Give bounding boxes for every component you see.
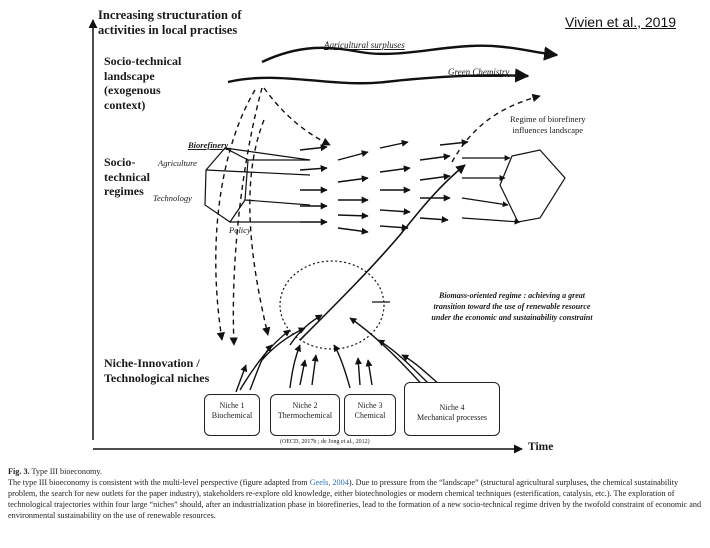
caption-title-line: Fig. 3. Type III bioeconomy.: [8, 466, 702, 477]
niche-4-title: Niche 4: [439, 403, 465, 412]
agricultural-surpluses-flow: [261, 44, 559, 64]
caption-text-before-link: The type III bioeconomy is consistent wi…: [8, 478, 310, 487]
caption-text-after-link: ). Due to pressure from the “landscape” …: [8, 478, 702, 520]
y-axis-title-line2: activities in local practises: [98, 23, 238, 37]
niche-arrows: [235, 314, 441, 393]
y-axis-title-line1: Increasing structuration of: [98, 8, 242, 22]
influence-note: Regime of biorefinery influences landsca…: [510, 114, 586, 136]
niche-box-2: Niche 2 Thermochemical: [270, 394, 340, 436]
influence-note-line1: Regime of biorefinery: [510, 114, 586, 124]
green-chemistry-label: Green Chemistry: [448, 67, 510, 77]
niche-box-3: Niche 3 Chemical: [344, 394, 396, 436]
regime-flow-arrows: [299, 139, 469, 235]
agriculture-label: Agriculture: [158, 158, 197, 168]
niche-4-subtitle: Mechanical processes: [417, 413, 487, 422]
biomass-note-line3: under the economic and sustainability co…: [431, 313, 593, 322]
landscape-level-label: Socio-technical landscape (exogenous con…: [104, 54, 181, 112]
biomass-note-line2: transition toward the use of renewable r…: [433, 302, 591, 311]
niche-to-regime-trajectory: [299, 164, 466, 341]
niche-convergence-ellipse: [279, 260, 385, 350]
niche-1-title: Niche 1: [219, 401, 245, 410]
niche-box-1: Niche 1 Biochemical: [204, 394, 260, 436]
regimes-line3: regimes: [104, 184, 144, 198]
caption-fig-label: Fig. 3.: [8, 467, 30, 476]
niches-line1: Niche-Innovation /: [104, 356, 200, 370]
niche-2-subtitle: Thermochemical: [277, 411, 333, 420]
y-axis-title: Increasing structuration of activities i…: [98, 8, 242, 38]
regimes-line2: technical: [104, 169, 150, 184]
niche-1-subtitle: Biochemical: [211, 411, 253, 420]
time-axis-label: Time: [528, 441, 554, 453]
niche-3-title: Niche 3: [357, 401, 383, 410]
niche-2-title: Niche 2: [292, 401, 318, 410]
regimes-line1: Socio-: [104, 155, 136, 169]
landscape-pressure-arrow-mid: [229, 87, 263, 346]
influence-note-line2: influences landscape: [512, 125, 584, 135]
biomass-regime-note: Biomass-oriented regime : achieving a gr…: [392, 290, 632, 323]
landscape-line1: Socio-technical: [104, 54, 182, 68]
regime-prism-left: [204, 147, 311, 223]
citation: Vivien et al., 2019: [565, 14, 677, 30]
biorefinery-label: Biorefinery: [188, 140, 229, 150]
policy-label: Policy: [229, 225, 251, 235]
regimes-level-label: Socio- technical regimes: [104, 155, 150, 199]
niches-line2: Technological niches: [104, 370, 210, 385]
landscape-pressure-arrow-right: [263, 87, 331, 146]
agricultural-surpluses-label: Agricultural surpluses: [324, 40, 405, 50]
source-note: (OECD, 2017b ; de Jong et al., 2012): [280, 439, 370, 445]
landscape-line2: landscape: [104, 68, 155, 83]
regime-prism-right: [461, 149, 566, 225]
landscape-line4: context): [104, 97, 146, 112]
niches-level-label: Niche-Innovation / Technological niches: [104, 356, 209, 385]
caption-reference-link[interactable]: Geels, 2004: [309, 478, 349, 487]
regime-influences-landscape-arrow: [451, 93, 541, 163]
figure-caption: Fig. 3. Type III bioeconomy. The type II…: [8, 466, 702, 521]
technology-label: Technology: [153, 193, 192, 203]
niche-3-subtitle: Chemical: [354, 411, 386, 420]
niche-box-4: Niche 4 Mechanical processes: [404, 382, 500, 436]
landscape-line3: (exogenous: [104, 83, 161, 97]
caption-fig-title: Type III bioeconomy.: [29, 467, 103, 476]
biomass-note-line1: Biomass-oriented regime : achieving a gr…: [439, 291, 585, 300]
green-chemistry-flow: [227, 68, 530, 85]
landscape-pressure-arrow-left: [215, 89, 256, 341]
caption-body: The type III bioeconomy is consistent wi…: [8, 477, 702, 521]
